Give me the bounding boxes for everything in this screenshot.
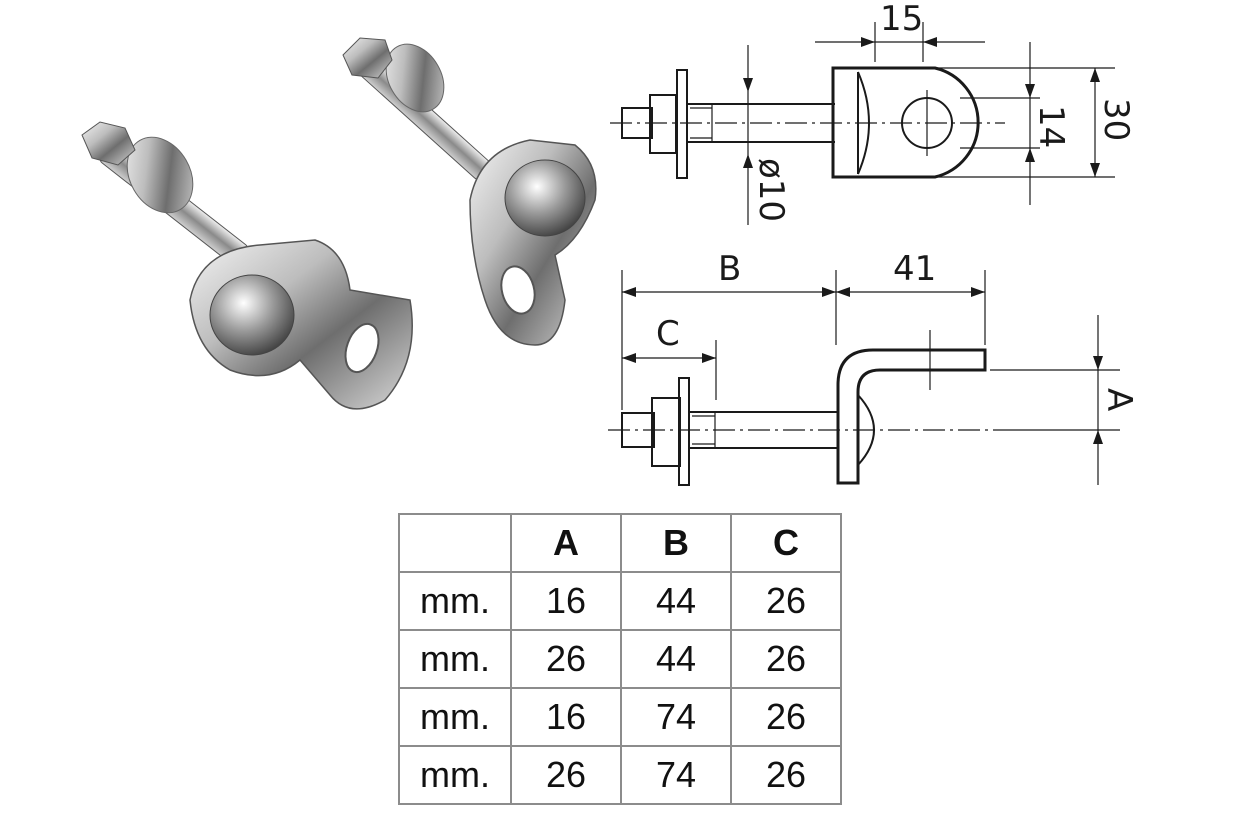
dim-label-30: 30	[1096, 98, 1136, 141]
drawing-top-view: 15 14 30 ø10	[610, 0, 1136, 225]
bracket-photo-right	[342, 37, 597, 346]
table-cell: 16	[510, 687, 622, 747]
table-row: mm. 16 74 26	[398, 687, 842, 747]
dim-label-b: B	[718, 249, 741, 289]
dim-label-15: 15	[880, 0, 923, 39]
table-cell: 74	[620, 687, 732, 747]
table-cell: 26	[730, 629, 842, 689]
dim-label-a: A	[1099, 388, 1139, 411]
table-header-cell: C	[730, 513, 842, 573]
table-cell: mm.	[398, 629, 512, 689]
table-header-cell: A	[510, 513, 622, 573]
table-cell: mm.	[398, 687, 512, 747]
drawing-side-view: B 41 C A	[608, 249, 1139, 486]
table-row: mm. 26 74 26	[398, 745, 842, 805]
dim-label-c: C	[656, 314, 680, 354]
table-cell: 26	[510, 745, 622, 805]
table-row: mm. 26 44 26	[398, 629, 842, 689]
table-cell: mm.	[398, 571, 512, 631]
bracket-photo-left	[81, 121, 413, 410]
table-cell: 26	[730, 745, 842, 805]
table-cell: 16	[510, 571, 622, 631]
dim-label-diameter: ø10	[751, 158, 791, 222]
table-header-cell	[398, 513, 512, 573]
table-cell: mm.	[398, 745, 512, 805]
table-cell: 44	[620, 629, 732, 689]
dimension-table: A B C mm. 16 44 26 mm. 26 44 26 mm. 16 7…	[398, 513, 842, 805]
table-row: mm. 16 44 26	[398, 571, 842, 631]
table-header-row: A B C	[398, 513, 842, 573]
table-cell: 44	[620, 571, 732, 631]
table-cell: 26	[730, 687, 842, 747]
table-cell: 74	[620, 745, 732, 805]
dim-label-14: 14	[1031, 105, 1071, 148]
table-header-cell: B	[620, 513, 732, 573]
table-cell: 26	[730, 571, 842, 631]
table-cell: 26	[510, 629, 622, 689]
dim-label-41: 41	[893, 249, 936, 289]
